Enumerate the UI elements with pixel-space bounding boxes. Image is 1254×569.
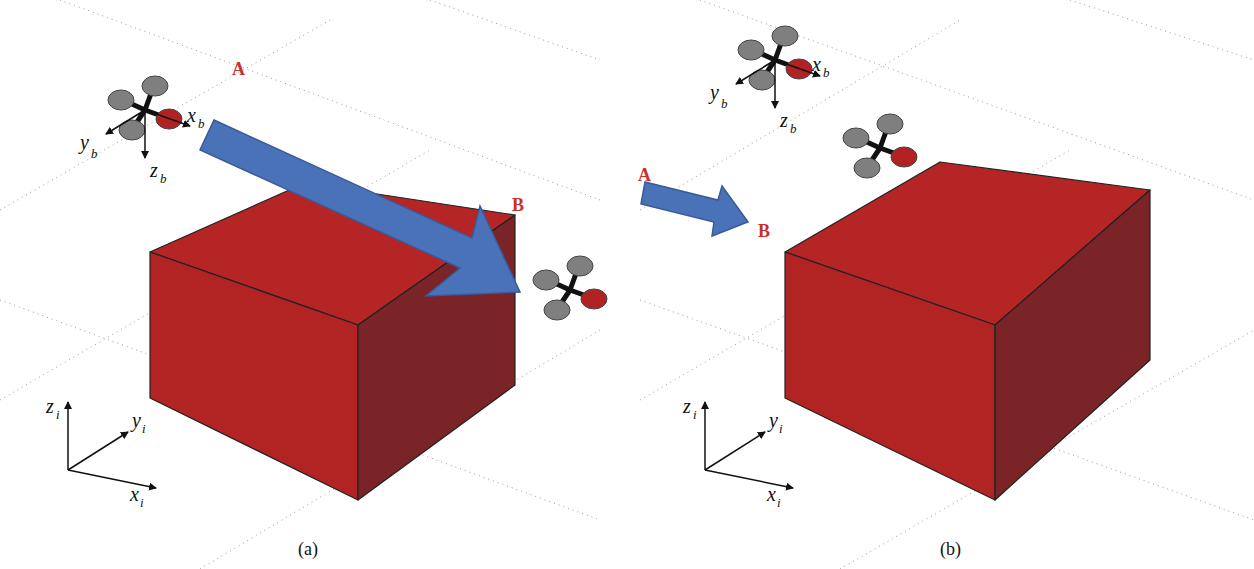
axis-label: z xyxy=(46,396,54,416)
axis-label: y xyxy=(769,410,778,430)
axis-label: i xyxy=(56,408,60,421)
point-label: A xyxy=(232,60,245,78)
axis-label: z xyxy=(683,396,691,416)
axis-label: i xyxy=(140,496,144,509)
box-obstacle-b xyxy=(785,162,1150,500)
axis-label: z xyxy=(150,160,158,180)
path-arrow-a xyxy=(200,120,520,296)
axis-label: i xyxy=(142,422,146,435)
axis-label: b xyxy=(160,172,167,185)
point-label: A xyxy=(638,166,651,184)
axis-label: b xyxy=(198,117,205,130)
axis-label: b xyxy=(823,66,830,79)
axis-label: z xyxy=(780,110,788,130)
axis-label: b xyxy=(721,97,728,110)
axis-label: b xyxy=(91,147,98,160)
axis-label: y xyxy=(132,410,141,430)
axis-label: x xyxy=(812,54,821,74)
panel-caption: (a) xyxy=(298,540,318,558)
panel-caption: (b) xyxy=(940,540,961,558)
box-obstacle-a xyxy=(150,183,515,500)
axis-label: b xyxy=(790,122,797,135)
axis-label: i xyxy=(777,496,781,509)
axis-label: i xyxy=(693,408,697,421)
point-label: B xyxy=(758,222,770,240)
point-label: B xyxy=(512,196,524,214)
path-arrow-b xyxy=(641,182,748,236)
axis-label: i xyxy=(779,422,783,435)
axis-label: x xyxy=(187,105,196,125)
axis-label: y xyxy=(710,82,719,102)
axis-label: y xyxy=(80,132,89,152)
quadrotor xyxy=(533,256,607,320)
axes xyxy=(68,60,820,488)
quadrotor xyxy=(843,114,917,178)
axis-label: x xyxy=(767,484,776,504)
axis-label: x xyxy=(130,484,139,504)
